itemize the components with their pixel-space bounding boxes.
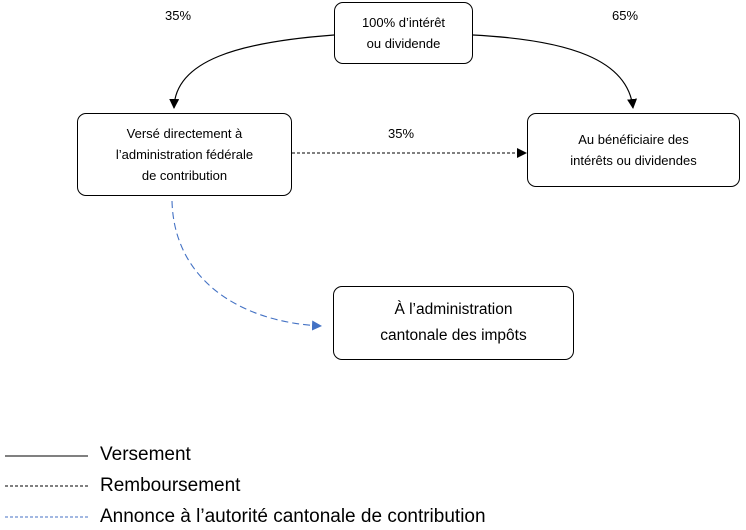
- legend-label-payment: Versement: [100, 444, 191, 465]
- payment-arrow-to-federal: [169, 34, 335, 109]
- percentage-label-beneficiary: 65%: [612, 8, 639, 23]
- source-box-line-2: ou dividende: [366, 36, 441, 51]
- source-box-line-1: 100% d’intérêt: [361, 15, 446, 30]
- percentage-label-federal: 35%: [165, 8, 192, 23]
- cantonal-administration-box: À l’administration cantonale des impôts: [333, 286, 574, 360]
- beneficiary-box-line-2: intérêts ou dividendes: [570, 153, 697, 168]
- legend-label-notification: Annonce à l’autorité cantonale de contri…: [100, 506, 486, 527]
- source-box: 100% d’intérêt ou dividende: [334, 2, 473, 64]
- cantonal-box-line-2: cantonale des impôts: [380, 327, 527, 344]
- federal-box-line-1: Versé directement à: [126, 126, 243, 141]
- beneficiary-box: Au bénéficiaire des intérêts ou dividend…: [527, 113, 740, 187]
- payment-arrow-to-beneficiary: [472, 34, 638, 109]
- notification-arrow: [171, 200, 322, 331]
- federal-box-line-3: de contribution: [141, 168, 228, 183]
- percentage-label-refund: 35%: [388, 126, 415, 141]
- federal-administration-box: Versé directement à l’administration féd…: [77, 113, 292, 196]
- federal-box-line-2: l’administration fédérale: [115, 147, 254, 162]
- beneficiary-box-line-1: Au bénéficiaire des: [578, 132, 689, 147]
- cantonal-box-line-1: À l’administration: [394, 301, 513, 318]
- legend-label-refund: Remboursement: [100, 475, 241, 496]
